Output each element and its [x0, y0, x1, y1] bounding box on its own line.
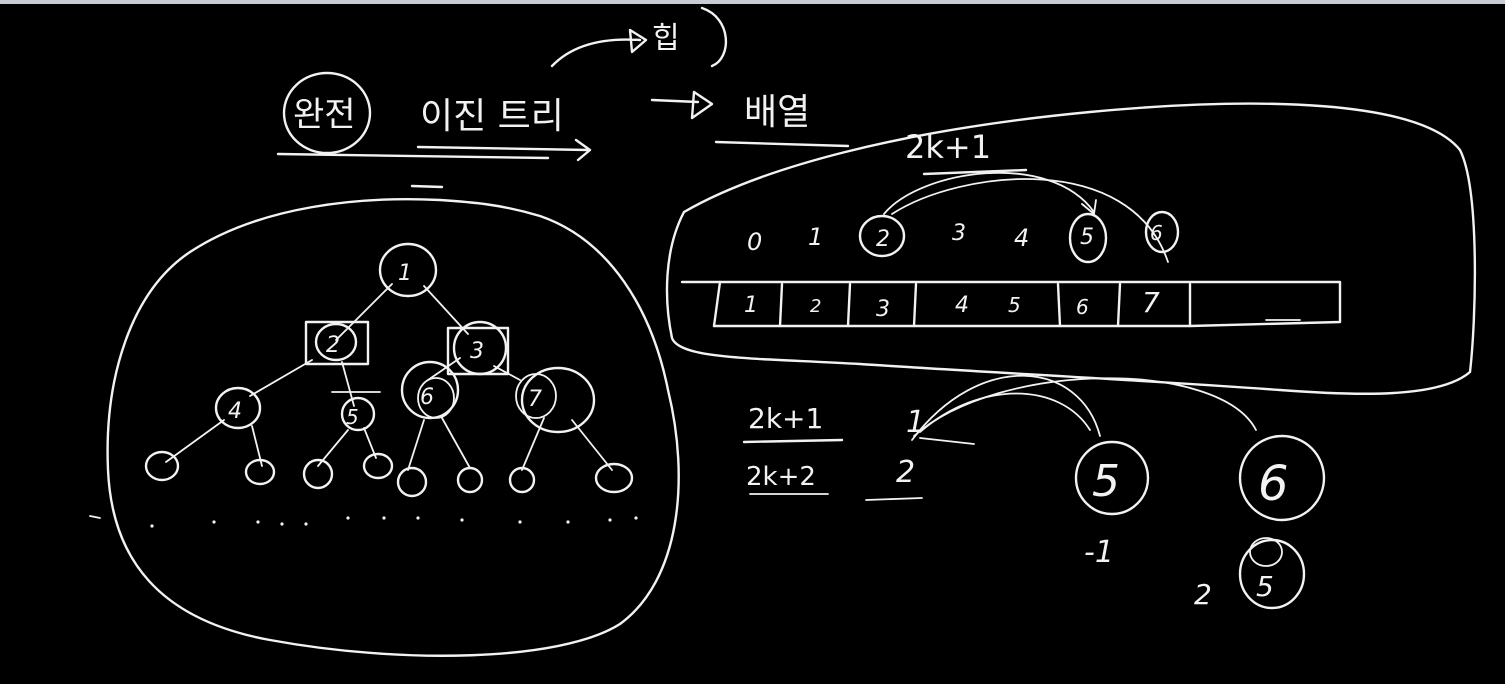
index-6-circle — [1144, 210, 1180, 254]
node-five-label: 5 — [1092, 456, 1120, 507]
label-minus-one: -1 — [1084, 535, 1114, 570]
tree-node-4 — [214, 386, 262, 430]
array-underline — [714, 140, 850, 148]
index-5-circle — [1068, 212, 1108, 264]
lower-arc-1 — [911, 374, 1101, 441]
label-two: 2 — [896, 455, 915, 490]
title-heap: 힙 — [652, 21, 680, 56]
lower-arc-3 — [919, 392, 1091, 433]
array-index: 4 — [1014, 224, 1029, 252]
array-index: 6 — [1150, 221, 1163, 245]
tree-node-2 — [314, 322, 358, 362]
formula-right: 2k+2 — [746, 462, 816, 492]
tree-node-root-label: 1 — [398, 261, 412, 286]
node-six-label: 6 — [1258, 456, 1289, 512]
tree-node-6 — [400, 360, 460, 420]
array-value: 3 — [876, 297, 890, 322]
title-underline-left — [276, 152, 550, 160]
title-underline-short — [410, 184, 444, 189]
node-five-circle — [1074, 440, 1150, 516]
title-complete: 완전 — [293, 95, 356, 135]
tree-node-2-box — [304, 320, 370, 366]
lower-tick — [919, 437, 975, 445]
title-binary-tree: 이진 트리 — [420, 96, 564, 137]
array-cells: 1 2 3 4 5 6 7 — [680, 280, 1342, 328]
formula-group: 2k+1 2k+2 1 2 — [742, 374, 1257, 501]
tree-leaf — [396, 466, 428, 498]
array-index: 1 — [808, 223, 823, 251]
array-outline — [680, 280, 1342, 328]
title-underline-arrow — [416, 138, 592, 162]
window-top-edge — [0, 0, 1505, 4]
array-panel: 2k+1 0 1 2 3 4 5 6 1 2 3 4 5 6 7 — [665, 102, 1477, 395]
array-arrow — [650, 90, 714, 120]
heap-bracket — [700, 6, 727, 68]
tree-panel: 1 2 3 4 5 6 7 — [89, 198, 680, 657]
formula-top: 2k+1 — [905, 128, 991, 166]
child-arrow-right — [891, 178, 1169, 263]
array-blob-outline — [665, 102, 1477, 395]
tree-leaf — [302, 458, 334, 490]
array-value: 5 — [1008, 293, 1021, 317]
formula-left-bar — [742, 438, 844, 444]
tree-leaf — [244, 458, 276, 486]
index-2-circle — [858, 214, 906, 258]
title-group: 완전 이진 트리 힙 배열 — [276, 6, 850, 189]
tree-node-2-label: 2 — [326, 333, 340, 358]
child-arrow-left — [883, 172, 1097, 215]
tree-node-3-label: 3 — [470, 339, 484, 364]
array-index: 5 — [1080, 225, 1094, 250]
small-node-inner — [1249, 537, 1283, 567]
tree-node-6-label: 6 — [420, 385, 434, 410]
array-value: 4 — [955, 293, 969, 318]
lower-arc-2 — [913, 377, 1257, 437]
tree-level-mark — [89, 515, 101, 519]
tree-leaf — [144, 450, 180, 482]
complete-circle — [282, 71, 372, 155]
tree-node-6-inner — [417, 377, 455, 419]
heap-arrow — [550, 28, 648, 68]
small-node-label: 5 — [1256, 570, 1274, 603]
tree-leaf — [362, 452, 394, 480]
small-node-circle — [1238, 538, 1306, 610]
formula-top-underline — [922, 168, 1028, 176]
tree-node-5-label: 5 — [346, 405, 359, 429]
tree-dotted-line — [150, 516, 638, 528]
lower-nodes: 5 6 -1 2 5 — [1074, 434, 1326, 611]
tree-node-7-inner — [515, 373, 557, 419]
formula-left: 2k+1 — [748, 402, 823, 435]
node-six-circle — [1238, 434, 1326, 522]
array-indices: 0 1 2 3 4 5 6 — [747, 221, 1163, 256]
array-value: 6 — [1076, 295, 1089, 319]
tree-node-5 — [340, 396, 376, 432]
tree-node-root — [378, 242, 438, 298]
title-array: 배열 — [744, 92, 810, 133]
array-value: 7 — [1142, 286, 1160, 319]
array-index: 3 — [952, 221, 966, 246]
tree-edges — [165, 283, 613, 471]
array-value: 2 — [810, 296, 821, 317]
array-index: 0 — [747, 228, 762, 256]
tree-leaf — [508, 466, 536, 494]
tree-node-4-label: 4 — [228, 399, 242, 424]
label-two-underline — [865, 497, 923, 501]
tree-node-7-label: 7 — [528, 387, 542, 412]
tree-leaf — [594, 462, 634, 494]
tree-node-7 — [520, 366, 596, 434]
array-value: 1 — [744, 293, 758, 318]
tree-blob-outline — [106, 198, 680, 657]
tree-leaf — [456, 466, 484, 494]
label-two-b: 2 — [1194, 578, 1212, 611]
array-dividers — [712, 280, 1192, 328]
tree-node-3 — [452, 320, 508, 376]
array-index: 2 — [876, 227, 890, 252]
